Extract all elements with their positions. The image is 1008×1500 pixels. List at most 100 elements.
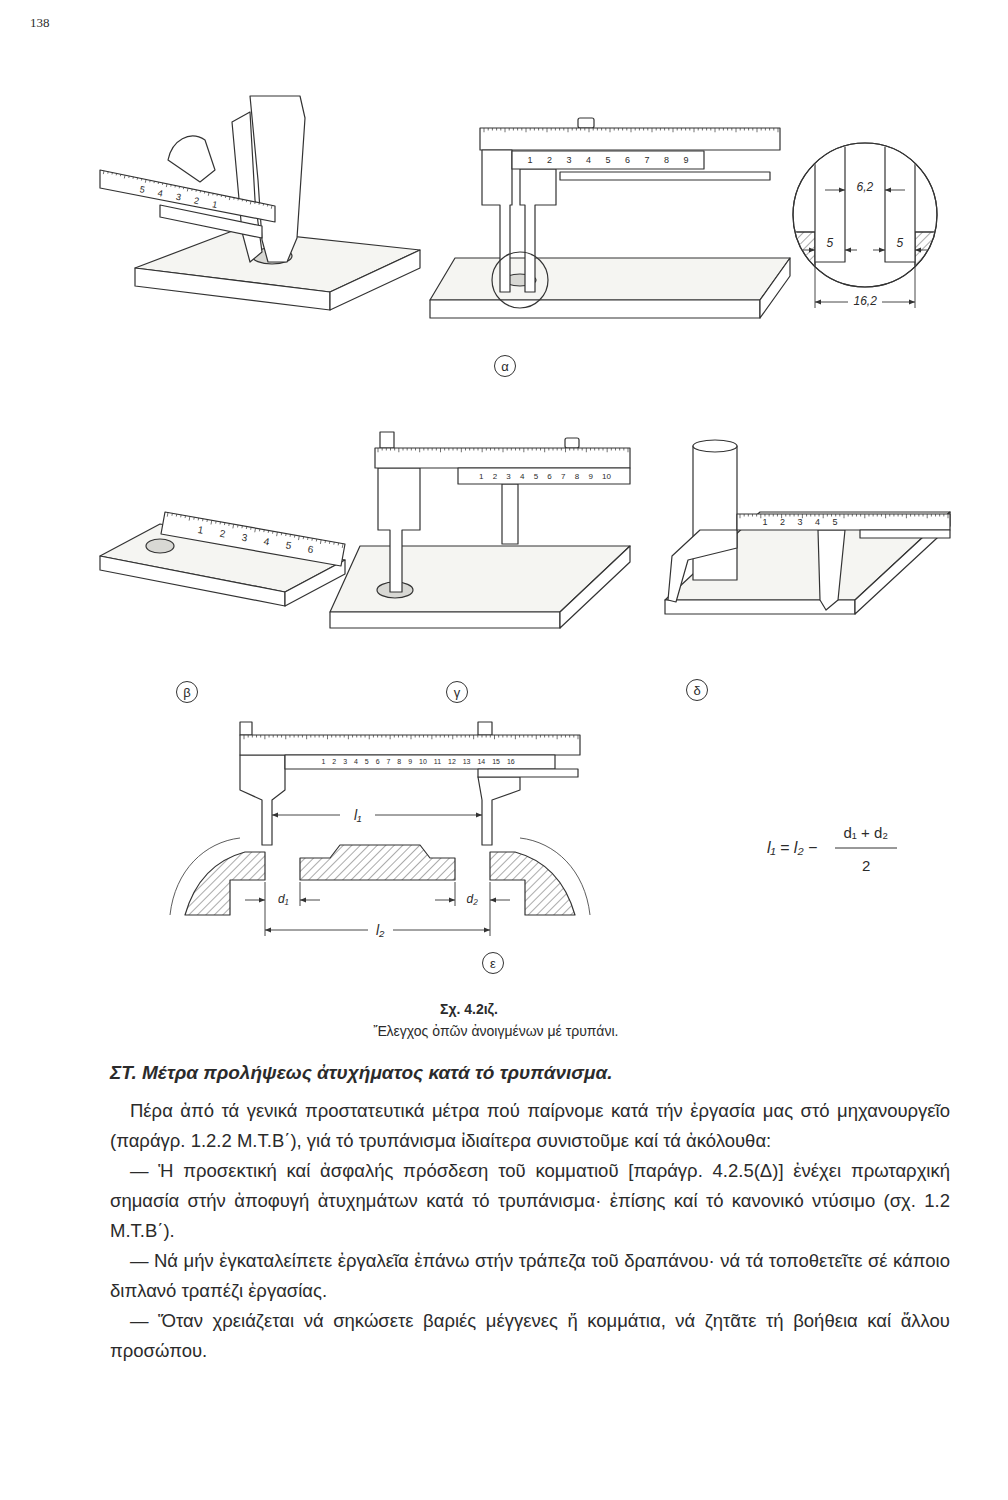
scale-tick <box>557 448 558 451</box>
scale-tick <box>521 128 522 131</box>
scale-tick <box>935 514 936 517</box>
scale-tick <box>568 128 569 132</box>
scale-tick <box>656 128 657 131</box>
scale-tick <box>706 128 707 131</box>
scale-tick <box>453 448 454 451</box>
scale-tick <box>601 128 602 131</box>
scale-tick <box>748 128 749 131</box>
body-paragraph: — Νά μήν ἐγκαταλείπετε ἐργαλεῖα ἐπάνω στ… <box>110 1246 950 1306</box>
scale-tick <box>513 128 514 131</box>
scale-tick <box>465 448 466 451</box>
dimension: 16,2 <box>854 295 877 309</box>
scale-tick <box>494 448 495 451</box>
scale-tick <box>810 514 811 517</box>
scale-ticks <box>378 448 628 452</box>
scale-tick <box>677 128 678 131</box>
scale-tick <box>436 448 437 451</box>
scale-ticks <box>244 735 578 739</box>
scale-tick <box>469 735 470 738</box>
scale-tick <box>356 735 357 738</box>
scale-tick <box>469 448 470 451</box>
scale-tick <box>352 735 353 738</box>
scale-tick <box>195 190 196 192</box>
scale-tick <box>179 186 180 188</box>
scale-tick <box>232 524 234 528</box>
scale-tick <box>477 735 478 738</box>
dimension: 5 <box>897 237 904 251</box>
scale-tick <box>589 128 590 132</box>
scale-tick <box>225 196 226 198</box>
ruler-figure <box>100 512 345 606</box>
scale-numbers: 1 2 3 4 5 6 7 8 9 <box>528 155 689 165</box>
scale-tick <box>250 201 252 204</box>
dimension: 6,2 <box>857 181 874 195</box>
scale-tick <box>505 128 506 132</box>
scale-tick <box>547 128 548 132</box>
scale-tick <box>576 128 577 131</box>
figure-letter-circle: δ <box>686 679 708 701</box>
scale-tick <box>248 735 249 738</box>
scale-tick <box>478 448 479 451</box>
scale-tick <box>246 200 247 202</box>
scale-tick <box>914 514 915 517</box>
scale-tick <box>523 735 524 738</box>
scale-tick <box>303 537 304 539</box>
scale-tick <box>528 448 529 451</box>
scale-tick <box>685 128 686 131</box>
scale-tick <box>381 735 382 738</box>
scale-tick <box>267 205 268 207</box>
scale-tick <box>360 735 361 738</box>
dimension: d₁ <box>278 893 288 907</box>
scale-tick <box>715 128 716 132</box>
scale-tick <box>635 128 636 131</box>
scale-tick <box>694 128 695 132</box>
scale-tick <box>436 735 437 738</box>
scale-tick <box>719 128 720 131</box>
scale-tick <box>444 735 445 738</box>
scale-tick <box>623 448 624 451</box>
scale-tick <box>486 448 487 451</box>
scale-tick <box>565 735 566 738</box>
scale-tick <box>582 448 583 451</box>
scale-tick <box>500 128 501 131</box>
scale-tick <box>698 128 699 131</box>
scale-tick <box>573 735 574 738</box>
scale-tick <box>310 735 311 738</box>
scale-tick <box>457 448 458 451</box>
scale-tick <box>120 174 121 176</box>
scale-tick <box>174 186 175 188</box>
scale-tick <box>294 735 295 738</box>
figure-letter-circle: β <box>176 681 198 703</box>
scale-tick <box>536 448 537 451</box>
scale-tick <box>814 514 815 517</box>
scale-tick <box>224 523 225 525</box>
scale-tick <box>559 128 560 131</box>
scale-tick <box>769 128 770 131</box>
scale-tick <box>273 735 274 738</box>
scale-tick <box>440 448 441 452</box>
scale-tick <box>212 193 213 195</box>
scale-tick <box>569 448 570 451</box>
scale-tick <box>785 514 786 517</box>
caliper-depth-figure <box>330 432 630 628</box>
scale-tick <box>276 532 278 536</box>
scale-tick <box>128 176 129 178</box>
scale-tick <box>373 735 374 738</box>
scale-tick <box>773 128 774 131</box>
scale-tick <box>918 514 919 517</box>
scale-tick <box>731 128 732 131</box>
scale-tick <box>580 128 581 131</box>
scale-tick <box>673 128 674 132</box>
scale-tick <box>723 128 724 131</box>
scale-tick <box>254 202 255 204</box>
scale-tick <box>752 128 753 131</box>
scale-tick <box>943 514 944 517</box>
scale-tick <box>496 128 497 131</box>
scale-tick <box>519 448 520 451</box>
scale-tick <box>294 535 295 537</box>
scale-tick <box>329 541 330 543</box>
scale-tick <box>206 520 207 522</box>
scale-tick <box>323 735 324 738</box>
scale-tick <box>927 514 928 518</box>
